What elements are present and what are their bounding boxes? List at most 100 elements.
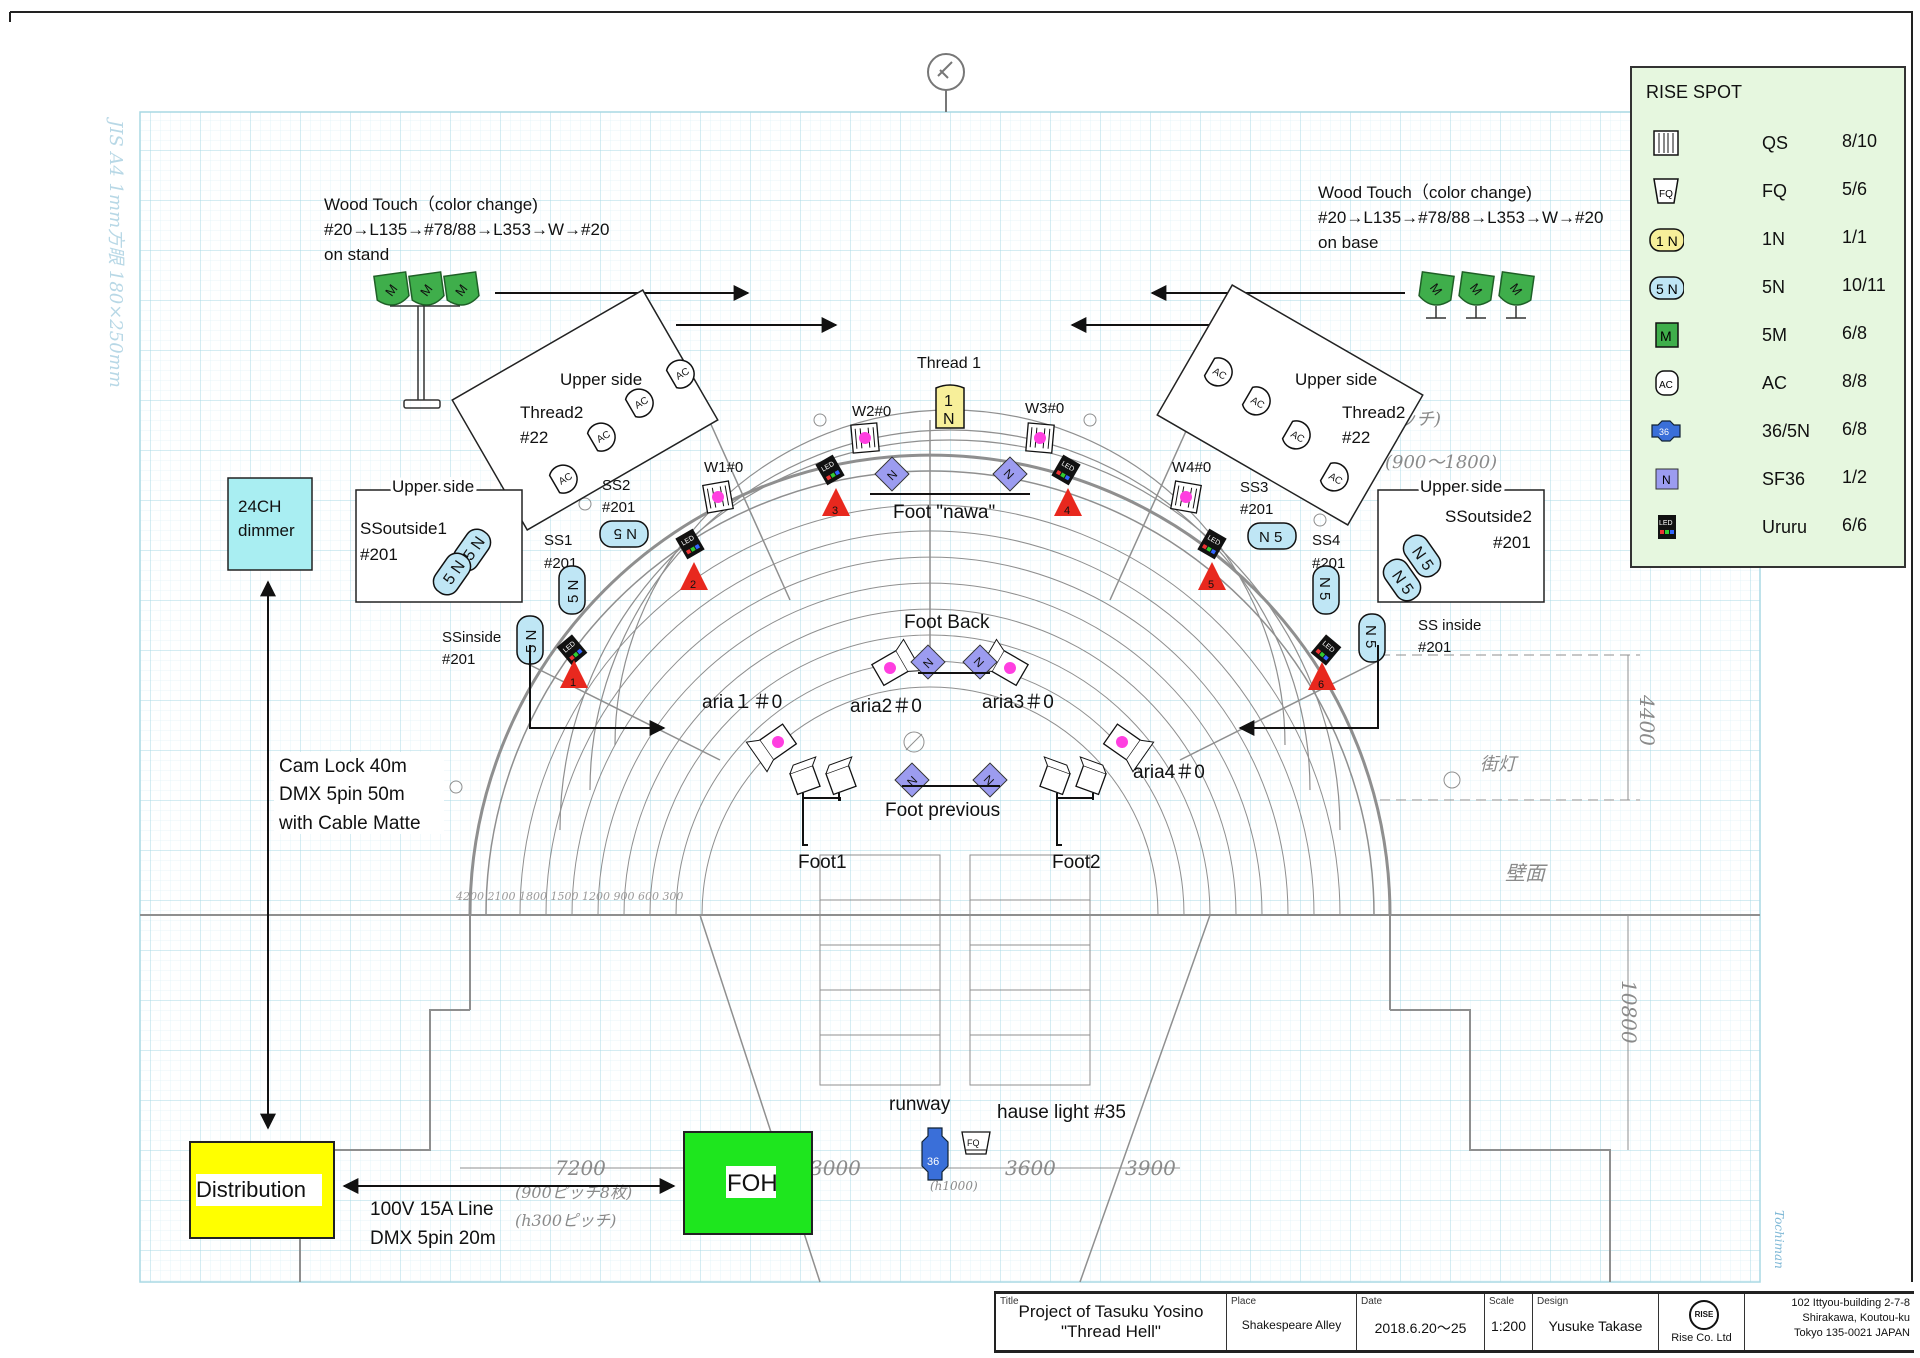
sf36-icon: N <box>1655 468 1679 490</box>
address-cell: 102 Ittyou-building 2-7-8 Shirakawa, Kou… <box>1744 1294 1914 1350</box>
ac-icon: AC <box>1655 370 1679 396</box>
ac-lights-right: AC AC AC AC <box>1203 357 1349 492</box>
title-cell-label: Title <box>1000 1296 1019 1307</box>
thread2-right-label: Thread2 <box>1342 403 1405 422</box>
red-marker-1: 1 <box>560 660 588 689</box>
dimmer-box[interactable] <box>227 477 313 571</box>
legend-count: 8/10 <box>1842 131 1878 151</box>
upper-side-right-label: Upper side <box>1295 370 1377 389</box>
legend-name: 5M <box>1762 325 1788 345</box>
dim-3000: 3000 <box>810 1156 861 1180</box>
aria3-label: aria3＃0 <box>982 692 1054 713</box>
dim-7200: 7200 <box>555 1156 606 1180</box>
height-note: (h1000) <box>930 1179 978 1193</box>
dimmer-label-1: 24CH <box>238 497 281 516</box>
foot1-label: Foot1 <box>798 852 847 873</box>
ss1-label: SS1 <box>544 532 572 549</box>
scale-value: 1:200 <box>1490 1318 1527 1334</box>
5n-lights-ss-outside2: N 5 N 5 <box>1382 534 1442 602</box>
upper-side-left-label: Upper side <box>560 370 642 389</box>
paper-margin-note: JIS A4 1mm方眼 180×250mm <box>105 116 126 388</box>
svg-text:3: 3 <box>832 505 838 517</box>
aria4-label: aria4＃0 <box>1133 762 1205 783</box>
svg-text:1: 1 <box>570 677 576 689</box>
legend-name: 36/5N <box>1762 421 1811 441</box>
w3-label: W3#0 <box>1025 400 1064 417</box>
compass-icon <box>927 53 965 112</box>
legend-count: 1/2 <box>1842 467 1868 487</box>
arrow-ss-inside-left <box>529 645 666 736</box>
company-cell: RISE Rise Co. Ltd <box>1658 1294 1744 1350</box>
fq-icon: FQ <box>1653 178 1679 204</box>
thread2-left-label: Thread2 <box>520 403 583 422</box>
address-line-3: Tokyo 135-0021 JAPAN <box>1794 1327 1910 1339</box>
legend-name: FQ <box>1762 181 1787 201</box>
line-note-1: 100V 15A Line <box>370 1199 494 1220</box>
ss-inside-left-gel: #201 <box>442 651 475 668</box>
legend-count: 6/8 <box>1842 419 1868 439</box>
design-cell-label: Design <box>1537 1296 1569 1307</box>
legend-row-5n: 5 N 5N 10/11 <box>1632 267 1908 307</box>
36-5n-icon: 36 <box>1651 420 1681 442</box>
svg-text:N 5: N 5 <box>1362 625 1379 648</box>
qs-lights-w <box>702 422 1202 514</box>
ss3-gel: #201 <box>1240 501 1273 518</box>
wall-note: 壁面 <box>1505 861 1548 885</box>
svg-text:36: 36 <box>927 1156 939 1168</box>
svg-text:1 N: 1 N <box>1656 233 1678 249</box>
5n-lights-ss: N 5 5 N 5 N N 5 N 5 N 5 <box>516 520 1386 665</box>
wood-touch-left-line3: on stand <box>324 245 389 264</box>
svg-text:FQ: FQ <box>1659 189 1673 200</box>
dim-4400: 4400 <box>1635 694 1659 746</box>
ururu-icon: LED <box>1658 515 1676 539</box>
date-cell: Date 2018.6.20〜25 <box>1356 1294 1484 1350</box>
range-note: (900～1800) <box>1385 452 1497 473</box>
design-value: Yusuke Takase <box>1548 1318 1643 1334</box>
w2-label: W2#0 <box>852 403 891 420</box>
ss-outside1-head: Upper side <box>392 477 474 496</box>
thread2-left-gel: #22 <box>520 428 548 447</box>
legend-name: AC <box>1762 373 1788 393</box>
foot2-label: Foot2 <box>1052 852 1101 873</box>
legend-count: 10/11 <box>1842 275 1886 295</box>
title-block: Title Project of Tasuku Yosino "Thread H… <box>994 1291 1914 1353</box>
dimmer-label-2: dimmer <box>238 521 295 540</box>
legend-panel: RISE SPOT QS 8/10 FQ FQ 5/6 1 N 1N 1/1 5… <box>1630 66 1906 568</box>
w4-label: W4#0 <box>1172 459 1211 476</box>
dim-3600: 3600 <box>1005 1156 1056 1180</box>
wood-touch-right-line3: on base <box>1318 233 1379 252</box>
ss2-gel: #201 <box>602 499 635 516</box>
title-cell: Title Project of Tasuku Yosino "Thread H… <box>994 1294 1226 1350</box>
svg-text:N 5: N 5 <box>614 525 637 542</box>
5m-light-group-right: M M M <box>1418 271 1535 319</box>
legend-title: RISE SPOT <box>1646 82 1743 102</box>
svg-text:LED: LED <box>1659 520 1673 527</box>
graph-paper-grid <box>140 112 1760 1282</box>
company-logo: RISE <box>1689 1300 1719 1330</box>
place-value: Shakespeare Alley <box>1241 1318 1342 1332</box>
runway-label: runway <box>889 1094 951 1115</box>
aria2-label: aria2＃0 <box>850 696 922 717</box>
ss-outside1-label: SSoutside1 <box>360 519 447 538</box>
36-5n-light-runway: 36 <box>921 1127 949 1181</box>
svg-text:5 N: 5 N <box>565 580 582 603</box>
address-line-2: Shirakawa, Koutou-ku <box>1802 1312 1910 1324</box>
legend-name: QS <box>1762 133 1789 153</box>
legend-count: 1/1 <box>1842 227 1868 247</box>
ss-outside2-label: SSoutside2 <box>1445 507 1532 526</box>
foot-nawa-label: Foot "nawa" <box>893 502 995 523</box>
qs-icon <box>1653 130 1679 156</box>
legend-row-ac: AC AC 8/8 <box>1632 363 1908 403</box>
cable-note-1: Cam Lock 40m <box>279 756 407 777</box>
foh-label: FOH <box>727 1170 778 1197</box>
place-cell-label: Place <box>1231 1296 1257 1307</box>
legend-row-5m: M 5M 6/8 <box>1632 315 1908 355</box>
svg-text:6: 6 <box>1318 679 1324 691</box>
wood-touch-right-line1: Wood Touch（color change) <box>1318 183 1532 202</box>
thread2-right-gel: #22 <box>1342 428 1370 447</box>
line-note-2: DMX 5pin 20m <box>370 1228 496 1249</box>
legend-name: SF36 <box>1762 469 1806 489</box>
project-subtitle: "Thread Hell" <box>1061 1322 1161 1341</box>
svg-text:N 5: N 5 <box>1259 529 1282 546</box>
svg-text:AC: AC <box>1659 380 1673 391</box>
